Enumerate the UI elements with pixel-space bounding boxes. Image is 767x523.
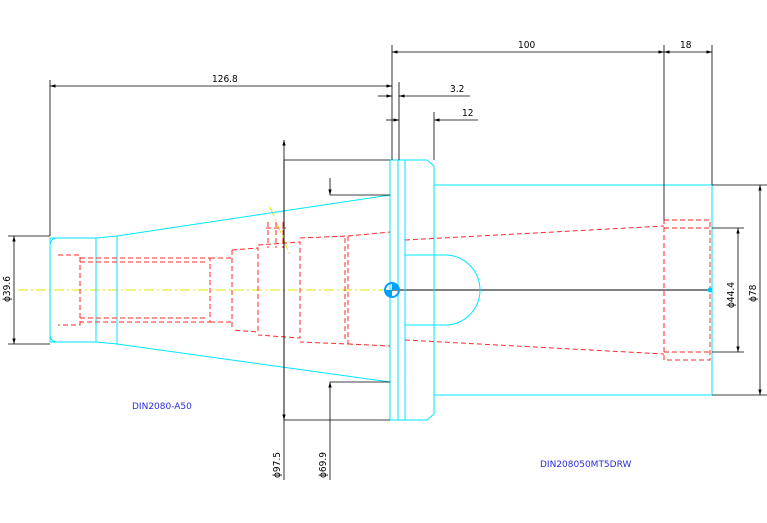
center-line [18,206,712,291]
dim-bore-diameter: ϕ44.4 [726,282,737,308]
dim-flange-length: 100 [518,40,535,51]
centre-marker [384,282,713,298]
dim-body-diameter: ϕ78 [748,284,759,302]
dim-taper-diameter: ϕ69.9 [318,452,329,478]
right-part-label: DIN208050MT5DRW [540,460,631,470]
dim-left-diameter: ϕ39.6 [2,276,13,302]
dim-overall-length: 126.8 [212,74,238,85]
left-part-label: DIN2080-A50 [132,402,192,412]
left-part-outline [49,159,435,421]
dim-flange-offset: 3.2 [450,84,464,95]
dim-end-width: 18 [680,40,692,51]
left-part-hidden-lines [58,222,391,347]
dim-flange-diameter: ϕ97.5 [272,452,283,478]
dimension-lines [8,45,767,480]
dim-collar-width: 12 [462,108,473,119]
